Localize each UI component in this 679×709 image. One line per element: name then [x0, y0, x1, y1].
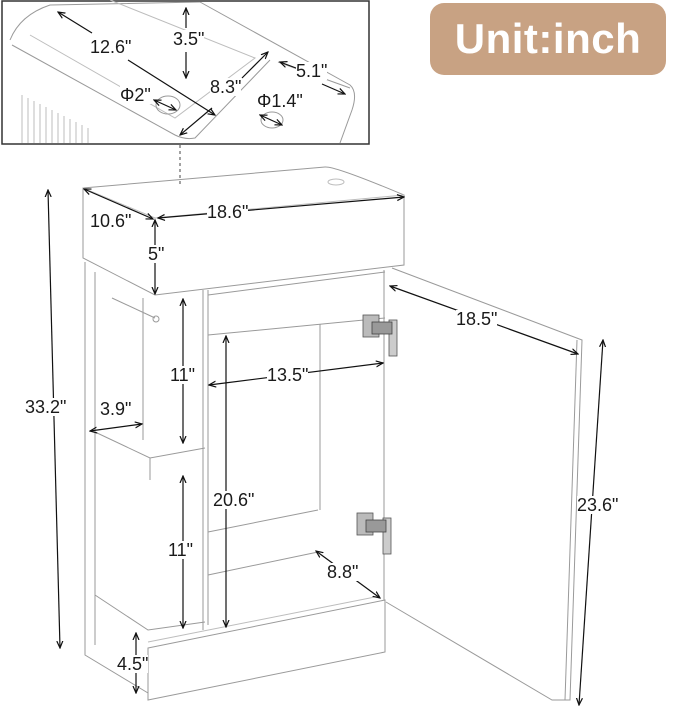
dim-sink-depth: 10.6": [90, 211, 132, 231]
hinge-icon: [356, 512, 392, 555]
dim-basin-length: 12.6": [90, 37, 132, 57]
dim-interior-width: 13.5": [267, 365, 309, 385]
dim-basin-width: 8.3": [210, 77, 242, 97]
dim-door-height: 23.6": [577, 495, 619, 515]
unit-badge: Unit:inch: [430, 3, 666, 75]
dim-deck-width: 5.1": [296, 61, 328, 81]
dim-sink-width: 18.6": [207, 202, 249, 222]
dim-drain-diameter: Φ2": [120, 85, 151, 105]
dim-basin-depth: 3.5": [173, 29, 205, 49]
dim-shelf-width: 3.9": [100, 399, 132, 419]
vanity-body: [48, 166, 603, 705]
dim-base-height: 4.5": [117, 654, 149, 674]
dim-sink-height: 5": [148, 244, 165, 264]
dim-upper-shelf-height: 11": [170, 365, 196, 385]
dim-interior-height: 20.6": [213, 490, 255, 510]
dim-door-width: 18.5": [456, 309, 498, 329]
inset-frame: [1, 0, 370, 185]
dim-lower-shelf-height: 11": [168, 540, 194, 560]
dim-interior-depth: 8.8": [327, 562, 359, 582]
dim-total-height: 33.2": [25, 397, 67, 417]
dim-faucet-hole-diameter: Φ1.4": [257, 91, 303, 111]
hinge-icon: [362, 314, 398, 357]
